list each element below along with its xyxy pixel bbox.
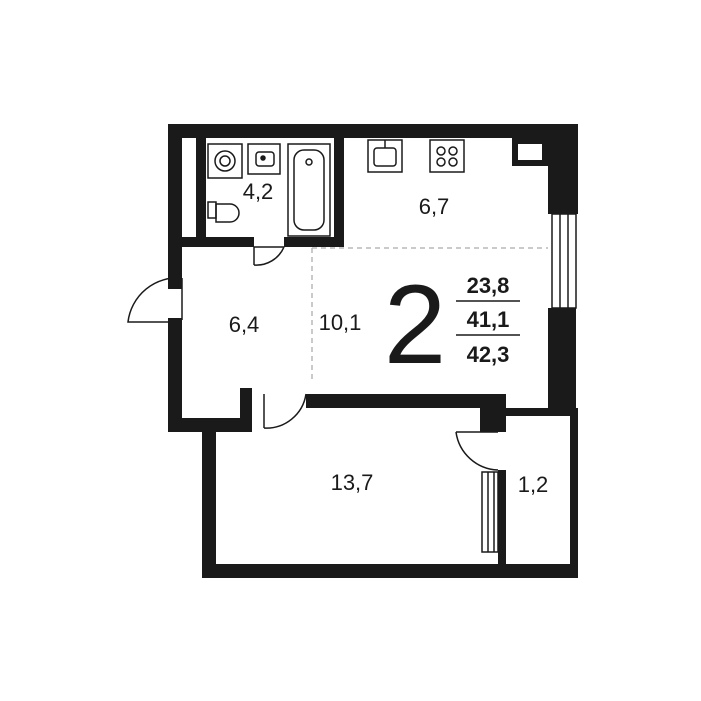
wall-bath-inner <box>196 138 206 238</box>
dashed-dividers <box>311 247 548 382</box>
wall-bath-bottom-right <box>284 237 344 247</box>
total-area: 41,1 <box>467 307 510 332</box>
bedroom-door <box>263 393 307 429</box>
kitchen-area: 6,7 <box>419 194 450 219</box>
vent-shaft-inner <box>518 144 542 160</box>
wall-right-upper <box>548 124 578 214</box>
kitchen-fixtures <box>367 139 465 173</box>
room-count: 2 <box>384 262 446 387</box>
left-window <box>182 142 196 226</box>
bathroom-fixtures <box>207 143 331 237</box>
toilet-icon <box>207 201 240 223</box>
balcony-window <box>481 471 499 553</box>
bathroom-door <box>253 246 285 266</box>
wall-left-lower <box>168 318 182 430</box>
room-labels: 4,2 6,7 6,4 10,1 13,7 1,2 <box>229 179 549 497</box>
apartment-summary: 2 23,8 41,1 42,3 <box>384 262 520 387</box>
living-area-room: 10,1 <box>319 310 362 335</box>
stove-icon <box>429 139 465 173</box>
wall-balcony-top <box>506 408 578 416</box>
entrance-door <box>127 277 183 323</box>
total-area-with-balcony: 42,3 <box>467 342 510 367</box>
wall-bath-right <box>334 138 344 247</box>
balcony-area: 1,2 <box>518 472 549 497</box>
wall-balcony-right <box>570 408 578 578</box>
doors <box>127 246 499 471</box>
living-area-total: 23,8 <box>467 273 510 298</box>
wall-left-upper <box>168 124 182 289</box>
bedroom-area: 13,7 <box>331 470 374 495</box>
wall-hall-bottom <box>168 418 248 432</box>
walls <box>168 124 578 578</box>
hallway-area: 6,4 <box>229 312 260 337</box>
wall-pillar <box>480 394 506 432</box>
kitchen-sink-icon <box>367 139 403 173</box>
balcony-door <box>455 431 499 471</box>
wall-bottom <box>202 564 578 578</box>
wall-bedroom-top <box>306 394 506 408</box>
sink-icon <box>247 143 281 175</box>
kitchen-window <box>551 213 577 309</box>
wall-top <box>168 124 578 138</box>
bathtub-icon <box>287 143 331 237</box>
wall-bath-bottom <box>182 237 254 247</box>
wall-left-bedroom <box>202 420 216 578</box>
washing-machine-icon <box>207 143 243 179</box>
wall-balcony-left <box>498 470 506 578</box>
wall-hall-stub <box>240 388 252 432</box>
bathroom-area: 4,2 <box>243 179 274 204</box>
wall-right-mid <box>548 308 576 408</box>
